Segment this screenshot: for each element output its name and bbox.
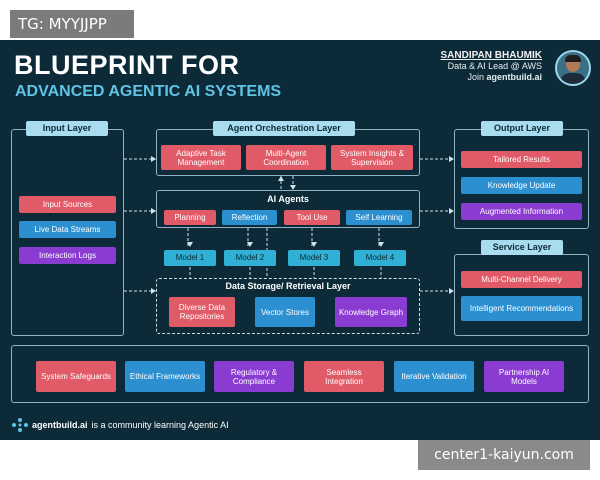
system-safeguards-box: System Safeguards	[36, 361, 116, 392]
model-4-box: Model 4	[354, 250, 406, 266]
blueprint-poster: BLUEPRINT FOR ADVANCED AGENTIC AI SYSTEM…	[0, 40, 600, 440]
service-layer-title: Service Layer	[481, 240, 563, 255]
intelligent-recommendations-box: Intelligent Recommendations	[461, 296, 582, 321]
ethical-frameworks-box: Ethical Frameworks	[125, 361, 205, 392]
diverse-data-repositories-box: Diverse Data Repositories	[169, 297, 235, 327]
model-2-box: Model 2	[224, 250, 276, 266]
knowledge-graph-box: Knowledge Graph	[335, 297, 407, 327]
adaptive-task-management-box: Adaptive Task Management	[161, 145, 241, 170]
footer-text: is a community learning Agentic AI	[91, 420, 229, 430]
system-insights-box: System Insights & Supervision	[331, 145, 413, 170]
agentbuild-logo-icon	[12, 418, 28, 432]
live-data-streams-box: Live Data Streams	[19, 221, 116, 238]
model-1-box: Model 1	[164, 250, 216, 266]
title-line-1: BLUEPRINT FOR	[14, 50, 240, 80]
author-name[interactable]: SANDIPAN BHAUMIK	[440, 50, 542, 61]
output-layer-title: Output Layer	[481, 121, 563, 136]
orchestration-title: Agent Orchestration Layer	[213, 121, 355, 136]
author-join-site[interactable]: agentbuild.ai	[486, 72, 542, 82]
author-block: SANDIPAN BHAUMIK Data & AI Lead @ AWS Jo…	[441, 50, 542, 83]
reflection-box: Reflection	[222, 210, 277, 225]
data-storage-title: Data Storage/ Retrieval Layer	[225, 281, 351, 291]
multi-channel-delivery-box: Multi-Channel Delivery	[461, 271, 582, 288]
tool-use-box: Tool Use	[284, 210, 340, 225]
title-line-2: ADVANCED AGENTIC AI SYSTEMS	[15, 83, 282, 100]
augmented-information-box: Augmented Information	[461, 203, 582, 220]
model-3-box: Model 3	[288, 250, 340, 266]
footer: agentbuild.ai is a community learning Ag…	[12, 418, 229, 432]
avatar	[555, 50, 591, 86]
author-role: Data & AI Lead @ AWS	[447, 61, 542, 71]
ai-agents-panel	[156, 190, 420, 228]
data-storage-panel	[156, 278, 420, 334]
tailored-results-box: Tailored Results	[461, 151, 582, 168]
input-sources-box: Input Sources	[19, 196, 116, 213]
multi-agent-coordination-box: Multi-Agent Coordination	[246, 145, 326, 170]
principles-panel	[11, 345, 589, 403]
input-layer-title: Input Layer	[26, 121, 108, 136]
service-layer-panel	[454, 254, 589, 336]
watermark-top: TG: MYYJJPP	[10, 10, 134, 38]
partnership-ai-models-box: Partnership AI Models	[484, 361, 564, 392]
author-join: Join agentbuild.ai	[467, 72, 542, 82]
interaction-logs-box: Interaction Logs	[19, 247, 116, 264]
knowledge-update-box: Knowledge Update	[461, 177, 582, 194]
planning-box: Planning	[164, 210, 216, 225]
seamless-integration-box: Seamless Integration	[304, 361, 384, 392]
footer-site[interactable]: agentbuild.ai	[32, 420, 88, 430]
ai-agents-title: AI Agents	[267, 194, 309, 204]
connector-lines	[124, 156, 454, 294]
watermark-bottom: center1-kaiyun.com	[418, 440, 590, 470]
regulatory-compliance-box: Regulatory & Compliance	[214, 361, 294, 392]
self-learning-box: Self Learning	[346, 210, 412, 225]
vector-stores-box: Vector Stores	[255, 297, 315, 327]
iterative-validation-box: Iterative Validation	[394, 361, 474, 392]
